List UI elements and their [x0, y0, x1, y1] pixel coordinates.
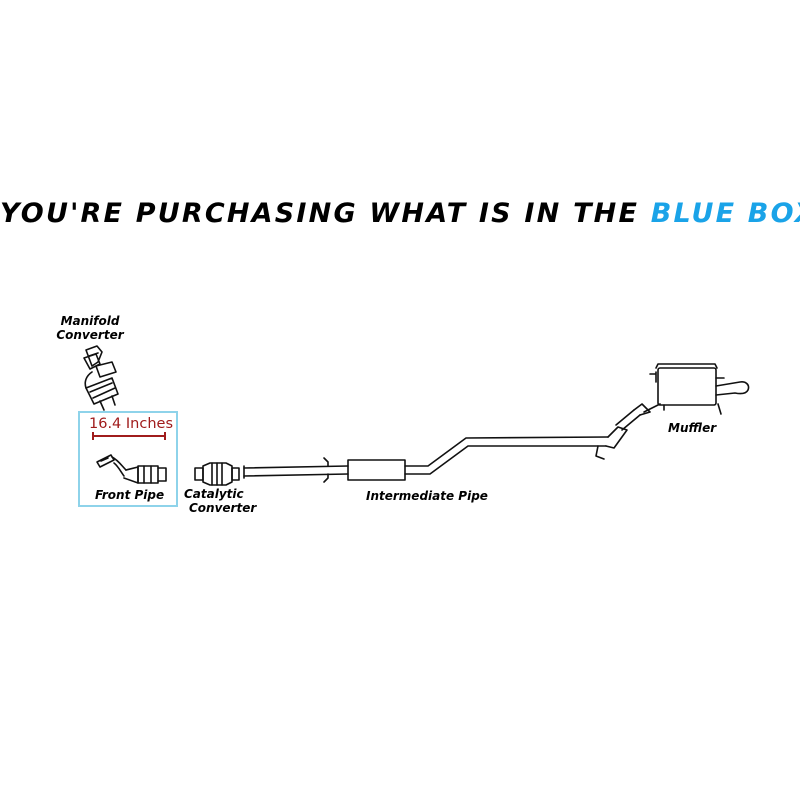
catalytic-converter-label: Catalytic Converter	[184, 487, 256, 515]
dimension-line	[92, 432, 166, 440]
headline: YOU'RE PURCHASING WHAT IS IN THE BLUE BO…	[0, 198, 800, 229]
manifold-converter-line2: Converter	[56, 328, 124, 342]
manifold-converter-line1: Manifold	[60, 314, 120, 328]
intermediate-pipe-label: Intermediate Pipe	[366, 489, 488, 503]
intermediate-pipe-part	[243, 403, 651, 483]
manifold-converter-label: Manifold Converter	[50, 314, 130, 342]
muffler-label: Muffler	[668, 421, 717, 435]
front-pipe-part	[96, 454, 167, 484]
measurement-label: 16.4 Inches	[89, 416, 173, 432]
catalytic-converter-line2: Converter	[189, 501, 257, 515]
manifold-converter-part	[83, 345, 119, 411]
blue-highlight-box	[78, 411, 178, 507]
front-pipe-label: Front Pipe	[95, 488, 165, 502]
headline-main: YOU'RE PURCHASING WHAT IS IN THE	[0, 198, 651, 229]
catalytic-converter-part	[194, 462, 240, 486]
headline-accent: BLUE BOX	[650, 198, 800, 229]
muffler-part	[643, 363, 750, 415]
catalytic-converter-line1: Catalytic	[184, 487, 244, 501]
